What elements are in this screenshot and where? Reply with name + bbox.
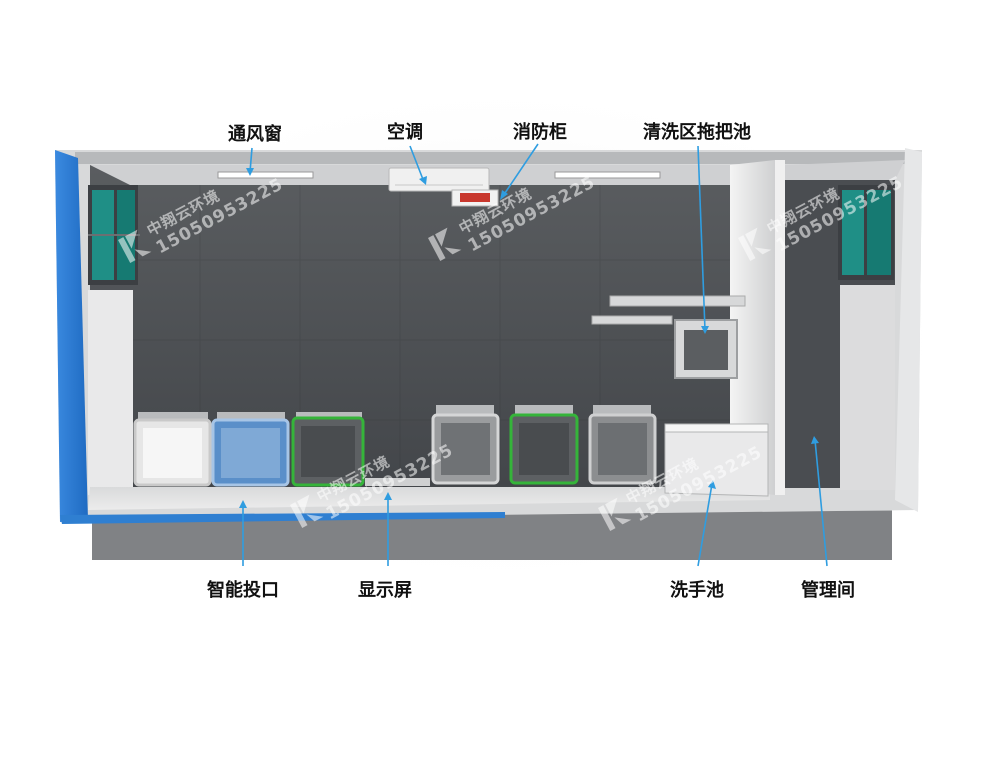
watermark-logo-5: [598, 497, 632, 531]
bin-4: [431, 405, 500, 485]
left-window: [88, 185, 140, 285]
floor: [88, 487, 770, 510]
watermark-logo-3: [738, 227, 772, 261]
bin-2: [211, 412, 290, 487]
label-smart-drop-port: 智能投口: [207, 580, 279, 601]
fire-cabinet-sign: [460, 193, 490, 202]
label-vent-window: 通风窗: [228, 124, 282, 145]
lower-shelf: [591, 315, 673, 325]
roof-band: [75, 152, 910, 164]
left-blue-edge: [55, 150, 88, 522]
label-fire-cabinet: 消防柜: [513, 122, 567, 143]
hand-sink-top: [664, 423, 769, 433]
bottom-blue-strip: [60, 512, 505, 524]
pointer-arrows: [239, 143, 828, 567]
management-room-ceiling: [785, 160, 905, 180]
watermark-logo-4: [290, 494, 324, 528]
air-conditioner-unit: [388, 167, 490, 192]
label-management-room: 管理间: [801, 580, 855, 601]
management-divider: [775, 160, 785, 495]
label-air-conditioner: 空调: [387, 122, 423, 143]
watermark-logo-2: [428, 227, 462, 261]
bin-1: [133, 412, 212, 487]
management-window: [838, 185, 894, 280]
vent-window-right: [554, 171, 661, 179]
management-room-floor-wall: [840, 285, 895, 490]
hand-sink-cabinet: [664, 423, 769, 497]
upper-shelf: [609, 295, 746, 307]
bin-3: [291, 412, 365, 487]
label-display-screen: 显示屏: [358, 580, 412, 601]
label-hand-sink: 洗手池: [670, 580, 724, 601]
label-mop-pool: 清洗区拖把池: [643, 122, 751, 143]
bin-6: [588, 405, 657, 485]
left-wall-lower: [88, 290, 133, 495]
vent-window-left: [217, 171, 314, 179]
right-shell-edge: [895, 148, 922, 512]
watermark-logo-1: [118, 229, 152, 263]
bin-5: [509, 405, 579, 485]
display-screen-strip: [365, 478, 430, 486]
smart-bins: [133, 405, 657, 487]
